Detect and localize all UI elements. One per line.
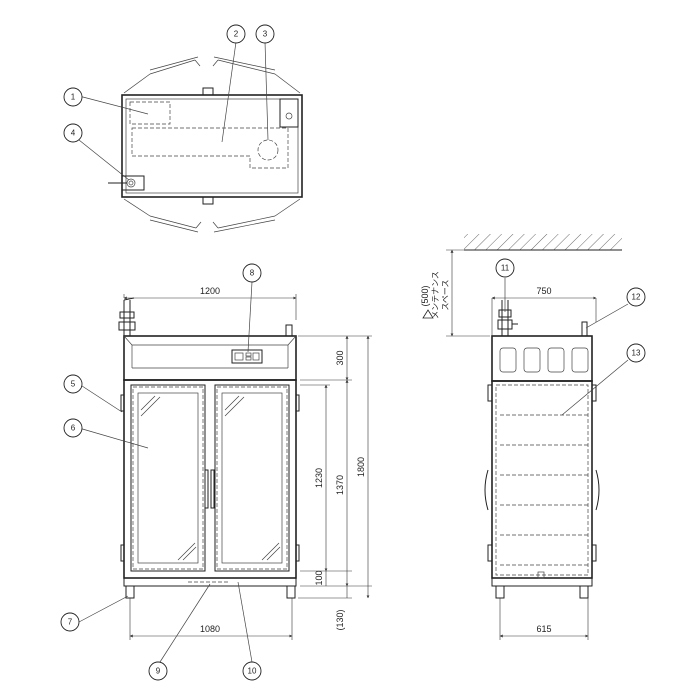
front-base: [123, 577, 297, 587]
dim-top-section: 300: [335, 350, 345, 365]
front-top-section: [123, 335, 297, 381]
callout-8: 8: [242, 263, 262, 283]
callout-5-label: 5: [71, 380, 76, 389]
callout-12-label: 12: [632, 293, 641, 302]
maintenance-label: メンテナンス: [431, 271, 440, 319]
callout-6: 6: [63, 418, 83, 438]
front-leg-right: [286, 585, 296, 599]
dim-maintenance: (500): [420, 285, 430, 306]
callout-13-label: 13: [632, 349, 641, 358]
dim-overall-width: 1200: [200, 286, 220, 296]
dim-body-width: 1080: [200, 624, 220, 634]
side-body: [491, 380, 593, 579]
side-view: [464, 234, 622, 599]
callout-11: 11: [495, 258, 515, 278]
glass-reflections: [140, 395, 281, 561]
front-view: [118, 297, 300, 599]
front-body: [123, 379, 297, 579]
triangle-mark-icon: [422, 309, 434, 319]
callout-2: 2: [226, 24, 246, 44]
dim-door-height: 1230: [314, 468, 324, 488]
side-dimensions: 750 615 (500) メンテナンス スペース: [420, 249, 597, 640]
side-vent-pipe: [581, 321, 588, 337]
callout-7: 7: [60, 612, 80, 632]
dim-bottom-section: 100: [314, 570, 324, 585]
side-handle-front: [484, 469, 489, 511]
leader-lines: [78, 41, 629, 663]
space-label: スペース: [441, 279, 450, 310]
top-view-body: [121, 94, 303, 198]
side-shelves: [500, 414, 588, 566]
callout-10: 10: [242, 661, 262, 681]
top-door-swing: [123, 56, 301, 233]
front-glass-left: [137, 392, 199, 564]
dim-side-depth: 750: [536, 286, 551, 296]
callout-9-label: 9: [156, 667, 161, 676]
front-dimensions: 1200 1080 1230 300 1370 100 (130) 1800: [123, 286, 372, 640]
side-base: [491, 577, 593, 587]
callout-10-label: 10: [248, 667, 257, 676]
front-door-right: [214, 384, 290, 572]
top-control-box: [279, 98, 299, 128]
callout-11-label: 11: [501, 264, 510, 273]
side-leg-back: [579, 585, 589, 599]
callout-4: 4: [63, 123, 83, 143]
callout-5: 5: [63, 374, 83, 394]
side-pipe-fitting: [497, 300, 518, 336]
top-component-2: [131, 127, 289, 169]
callout-2-label: 2: [234, 30, 239, 39]
dim-overall-height: 1800: [356, 457, 366, 477]
callout-3-label: 3: [263, 30, 268, 39]
top-component-1: [129, 101, 171, 125]
front-pipe-fitting: [118, 297, 136, 336]
top-component-3: [257, 139, 279, 161]
side-handle-back: [595, 469, 600, 511]
side-top-section: [491, 335, 593, 382]
top-view: [108, 56, 303, 233]
ceiling-hatch: [464, 234, 622, 250]
side-leg-front: [495, 585, 505, 599]
callout-12: 12: [626, 287, 646, 307]
front-door-left: [130, 384, 206, 572]
callout-13: 13: [626, 343, 646, 363]
callout-8-label: 8: [250, 269, 255, 278]
front-vent: [285, 324, 293, 337]
front-control-panel: [231, 349, 263, 364]
callout-1: 1: [63, 87, 83, 107]
dim-side-body-depth: 615: [536, 624, 551, 634]
callout-1-label: 1: [71, 93, 76, 102]
front-handle-left: [204, 469, 209, 509]
callout-9: 9: [148, 661, 168, 681]
callout-4-label: 4: [71, 129, 76, 138]
callout-6-label: 6: [71, 424, 76, 433]
callout-7-label: 7: [68, 618, 73, 627]
dim-leg-height: (130): [335, 609, 345, 630]
front-glass-right: [221, 392, 283, 564]
front-handle-right: [210, 469, 215, 509]
dim-body-height: 1370: [335, 475, 345, 495]
callout-3: 3: [255, 24, 275, 44]
side-louvres: [499, 347, 589, 373]
